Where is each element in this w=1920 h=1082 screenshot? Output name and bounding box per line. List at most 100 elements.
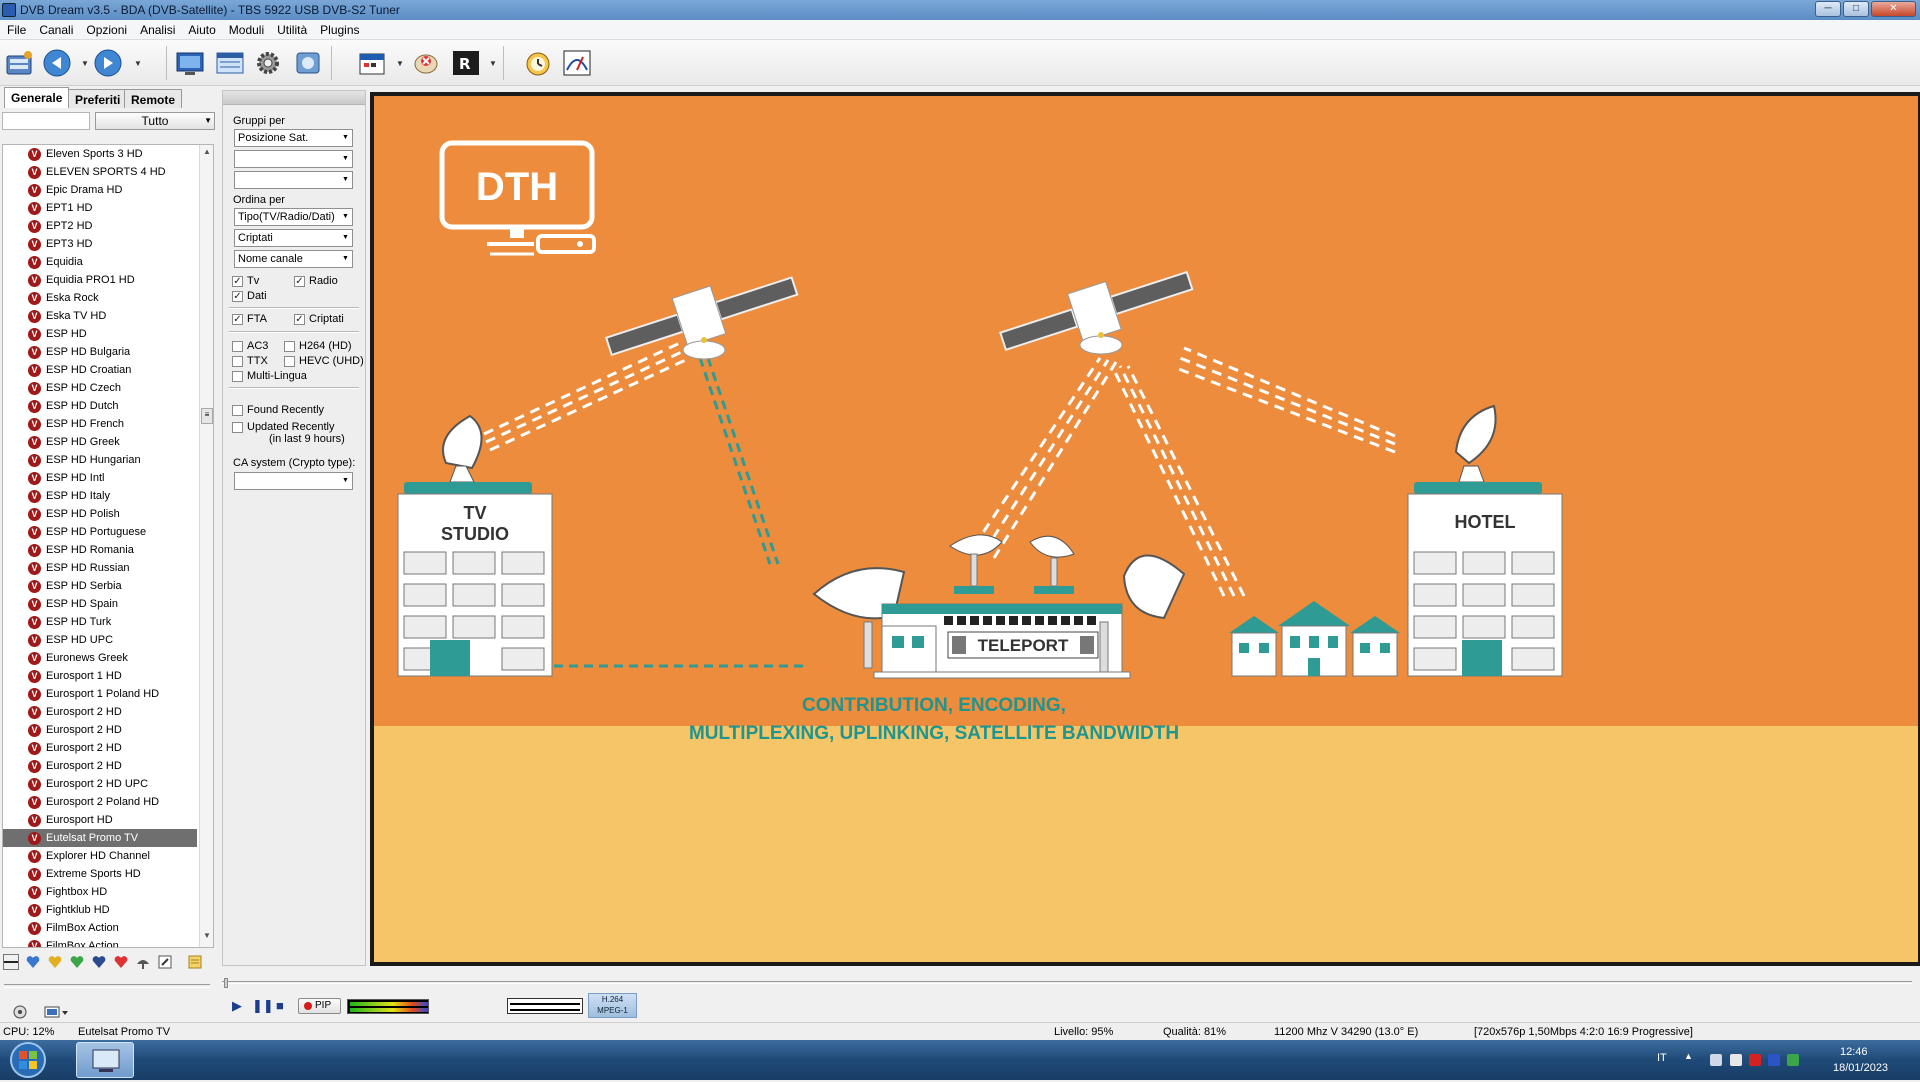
menu-plugins[interactable]: Plugins <box>320 23 360 37</box>
satellite-dish-icon[interactable] <box>135 954 151 970</box>
start-button[interactable] <box>4 1041 52 1079</box>
maximize-button[interactable]: □ <box>1843 1 1869 17</box>
menu-analisi[interactable]: Analisi <box>140 23 176 37</box>
note-icon[interactable] <box>187 954 203 970</box>
gear-icon[interactable] <box>252 48 284 78</box>
channel-list-scrollbar[interactable]: ▲ ≡ ▼ <box>199 145 213 947</box>
tv-checkbox[interactable]: ✓ <box>232 276 243 287</box>
order-by-select-2[interactable]: Criptati▼ <box>234 229 353 247</box>
recording-icon[interactable] <box>292 48 324 78</box>
heart-yellow-icon[interactable] <box>47 954 63 970</box>
heart-green-icon[interactable] <box>69 954 85 970</box>
clock-date[interactable]: 18/01/2023 <box>1833 1062 1889 1074</box>
heart-blue-icon[interactable] <box>25 954 41 970</box>
forward-icon[interactable] <box>92 48 124 78</box>
lav-filters-icon[interactable] <box>1768 1054 1780 1066</box>
chevron-down-icon[interactable]: ▼ <box>81 59 89 68</box>
network-icon[interactable] <box>1730 1054 1742 1066</box>
tab-generale[interactable]: Generale <box>4 87 70 108</box>
multilang-checkbox[interactable] <box>232 371 243 382</box>
chevron-down-icon[interactable]: ▼ <box>134 59 142 68</box>
edit-icon[interactable] <box>157 954 173 970</box>
hevc-checkbox[interactable] <box>284 356 295 367</box>
minus-icon[interactable] <box>3 954 19 970</box>
data-checkbox[interactable]: ✓ <box>232 291 243 302</box>
heart-red-icon[interactable] <box>113 954 129 970</box>
pause-icon[interactable]: ❚❚ <box>252 998 274 1013</box>
heart-navy-icon[interactable] <box>91 954 107 970</box>
group-by-select-1[interactable]: Posizione Sat.▼ <box>234 129 353 147</box>
scrollbar-thumb[interactable]: ≡ <box>201 408 213 424</box>
timer-icon[interactable] <box>522 48 554 78</box>
minimize-button[interactable]: ─ <box>1815 1 1841 17</box>
remote-icon[interactable]: R <box>450 48 482 78</box>
channel-type-select[interactable]: Tutto ▼ <box>95 112 215 130</box>
found-recently-checkbox[interactable] <box>232 405 243 416</box>
epg-icon[interactable] <box>214 48 246 78</box>
display-icon[interactable] <box>174 48 206 78</box>
volume-slider[interactable] <box>4 984 210 988</box>
taskbar-dvbdream-app[interactable] <box>76 1042 134 1078</box>
menu-file[interactable]: File <box>7 23 27 37</box>
menu-moduli[interactable]: Moduli <box>228 23 265 37</box>
signal-meter-icon[interactable] <box>561 48 593 78</box>
updated-recently-checkbox[interactable] <box>232 422 243 433</box>
group-by-select-2[interactable]: ▼ <box>234 150 353 168</box>
close-button[interactable]: ✕ <box>1871 1 1916 17</box>
video-display[interactable]: DTH <box>374 96 1918 962</box>
channel-search-input[interactable] <box>2 112 90 130</box>
audio-icon[interactable] <box>12 1004 28 1020</box>
volume-icon[interactable] <box>1710 1054 1722 1066</box>
fta-checkbox[interactable]: ✓ <box>232 314 243 325</box>
tray-expand-icon[interactable]: ▲ <box>1684 1051 1693 1061</box>
channel-list-icon[interactable] <box>3 48 35 78</box>
ca-system-select[interactable]: ▼ <box>234 472 353 490</box>
clock-time[interactable]: 12:46 <box>1840 1046 1868 1058</box>
tab-remote[interactable]: Remote <box>124 89 183 108</box>
menu-aiuto[interactable]: Aiuto <box>188 23 216 37</box>
scheduler-icon[interactable] <box>356 48 388 78</box>
chevron-down-icon[interactable]: ▼ <box>489 59 497 68</box>
menu-canali[interactable]: Canali <box>39 23 74 37</box>
chevron-down-icon[interactable]: ▼ <box>396 59 404 68</box>
h264-checkbox[interactable] <box>284 341 295 352</box>
seek-bar[interactable] <box>222 978 1920 988</box>
order-by-select-3[interactable]: Nome canale▼ <box>234 250 353 268</box>
back-icon[interactable] <box>41 48 73 78</box>
group-by-select-3[interactable]: ▼ <box>234 171 353 189</box>
ac3-checkbox[interactable] <box>232 341 243 352</box>
